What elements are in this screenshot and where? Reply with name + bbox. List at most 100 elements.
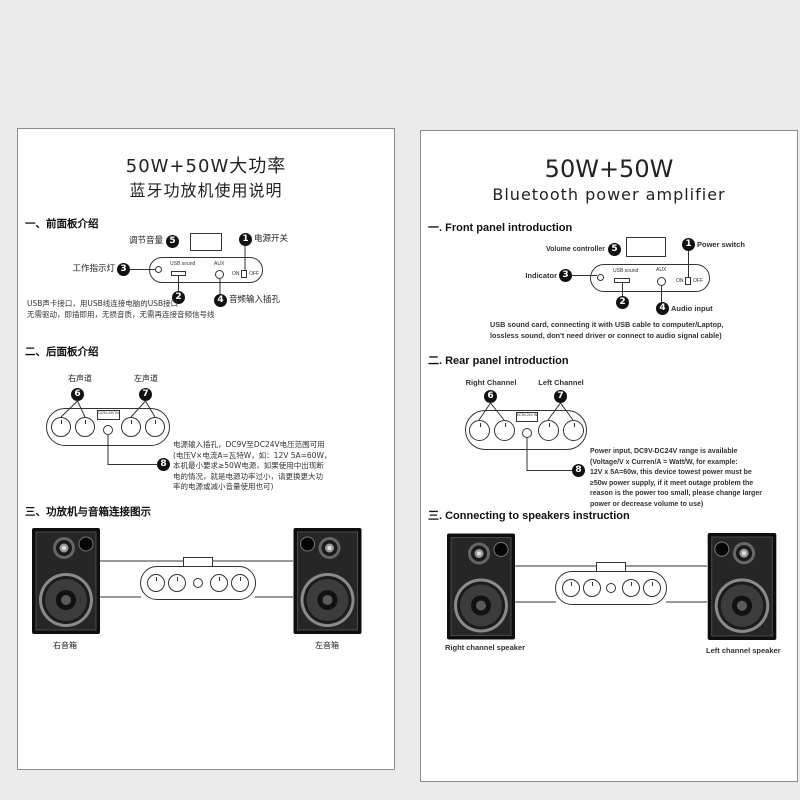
- tweeter-icon: [732, 542, 756, 565]
- volume-label: Volume controller: [546, 246, 605, 253]
- left-speaker-illustration: [293, 528, 362, 634]
- usb-port-text: USB sound: [170, 261, 196, 267]
- callout-number: 8: [157, 458, 170, 471]
- power-description-line: (Voltage/V x Curren/A = Watt/W, for exam…: [590, 458, 738, 466]
- connection-heading: 三. Connecting to speakers instruction: [428, 510, 630, 522]
- tweeter-icon: [318, 537, 341, 559]
- power-description-line: 12V x 5A=60w, this device towest power m…: [590, 469, 752, 476]
- power-description-line: 本机最小要求≥50W电源，如果使用中出现断: [173, 461, 324, 470]
- volume-knob-box: [190, 233, 222, 251]
- callout-number: 3: [117, 263, 130, 276]
- right-speaker-label: Right channel speaker: [445, 643, 526, 652]
- rear-panel-heading: 二、后面板介绍: [25, 346, 99, 358]
- woofer-icon: [454, 578, 508, 633]
- aux-jack: [657, 277, 666, 286]
- power-description-line: 率的电源或减小音量使用也可): [173, 482, 274, 491]
- page-title-line1: 50W+50W: [544, 155, 674, 183]
- speaker-terminal: [494, 420, 515, 441]
- power-switch-label: Power switch: [697, 240, 745, 249]
- connection-heading: 三、功放机与音箱连接图示: [25, 506, 151, 518]
- callout-number: 1: [239, 233, 252, 246]
- left-channel-label: 左声道: [134, 374, 158, 383]
- indicator-label: 工作指示灯: [72, 264, 115, 274]
- audio-input-label: 音频输入插孔: [229, 295, 281, 305]
- dc-power-jack: [103, 425, 113, 435]
- page-title-line2: 蓝牙功放机使用说明: [129, 181, 283, 200]
- callout-number: 7: [554, 390, 567, 403]
- speaker-terminal: [75, 417, 95, 437]
- aux-jack: [215, 270, 224, 279]
- usb-description-line: USB sound card, connecting it with USB c…: [490, 320, 724, 329]
- power-description-line: 电源输入插孔，DC9V至DC24V电压范围可用: [173, 440, 325, 449]
- power-description-line: 电的情况，就是电源功率过小，请更换更大功: [173, 471, 323, 481]
- callout-number: 7: [139, 388, 152, 401]
- speaker-port-icon: [300, 536, 315, 552]
- left-speaker-label: Left channel speaker: [706, 646, 781, 655]
- front-panel-diagram: [590, 264, 710, 292]
- callout-number: 3: [559, 269, 572, 282]
- volume-knob-box: [626, 237, 666, 257]
- power-switch: [241, 270, 247, 278]
- callout-number: 8: [572, 464, 585, 477]
- power-description-line: Power input, DC9V-DC24V range is availab…: [590, 448, 738, 455]
- dc-power-jack: [522, 428, 532, 438]
- amplifier-knob: [231, 574, 249, 592]
- right-channel-label: Right Channel: [465, 378, 517, 387]
- dc-input-text: DC9V-24V IN: [98, 411, 119, 415]
- callout-number: 2: [616, 296, 629, 309]
- tweeter-icon: [468, 542, 490, 565]
- woofer-icon: [300, 573, 355, 627]
- callout-number: 6: [484, 390, 497, 403]
- amplifier-jack: [606, 583, 616, 593]
- usb-description-line: 无需驱动，即插即用，无损音质，无需再连接音频信号线: [27, 310, 215, 319]
- right-speaker-illustration: [32, 528, 100, 634]
- amplifier-knob: [147, 574, 165, 592]
- amplifier-knob: [210, 574, 228, 592]
- dc-input-label-box: [97, 410, 120, 420]
- callout-number: 4: [214, 294, 227, 307]
- right-channel-label: 右声道: [68, 374, 92, 383]
- speaker-port-icon: [493, 542, 509, 557]
- switch-on-text: ON: [676, 278, 684, 284]
- dc-input-label-box: [516, 412, 538, 422]
- speaker-terminal: [469, 420, 490, 441]
- callout-number: 6: [71, 388, 84, 401]
- power-description-line: (电压V×电流A=瓦特W，如：12V 5A=60W，: [173, 450, 332, 460]
- usb-description-line: USB声卡接口，用USB线连接电脑的USB接口: [27, 299, 179, 308]
- indicator-label: Indicator: [525, 271, 557, 280]
- callout-number: 5: [608, 243, 621, 256]
- front-panel-heading: 一、前面板介绍: [25, 218, 99, 230]
- woofer-icon: [39, 573, 93, 627]
- usb-port-text: USB sound: [613, 268, 639, 274]
- power-description-line: ≥50w power supply, if it meet outage pro…: [590, 479, 754, 487]
- aux-port-text: AUX: [656, 267, 667, 273]
- left-speaker-illustration: [707, 533, 777, 640]
- right-page-sheet: [420, 130, 798, 782]
- speaker-port-icon: [714, 541, 730, 557]
- volume-label: 调节音量: [128, 236, 163, 246]
- tweeter-icon: [53, 537, 75, 559]
- page-title-line2: Bluetooth power amplifier: [492, 185, 726, 204]
- indicator-led: [597, 274, 604, 281]
- power-description-line: power or decrease volume to use): [590, 500, 704, 508]
- amplifier-knob: [168, 574, 186, 592]
- power-switch: [685, 277, 691, 285]
- right-speaker-illustration: [447, 533, 515, 640]
- speaker-port-icon: [78, 536, 94, 552]
- page-title-line1: 50W+50W大功率: [125, 156, 287, 177]
- callout-number: 4: [656, 302, 669, 315]
- amplifier-jack: [193, 578, 203, 588]
- amplifier-knob: [643, 579, 661, 597]
- woofer-icon: [714, 578, 770, 633]
- usb-port: [614, 278, 630, 283]
- power-switch-label: 电源开关: [254, 234, 289, 244]
- aux-port-text: AUX: [214, 261, 225, 267]
- power-description-line: reason is the power too small, please ch…: [590, 490, 762, 497]
- amplifier-knob: [622, 579, 640, 597]
- rear-panel-heading: 二. Rear panel introduction: [428, 355, 569, 367]
- speaker-terminal: [51, 417, 71, 437]
- amplifier-knob: [562, 579, 580, 597]
- switch-on-text: ON: [232, 271, 240, 277]
